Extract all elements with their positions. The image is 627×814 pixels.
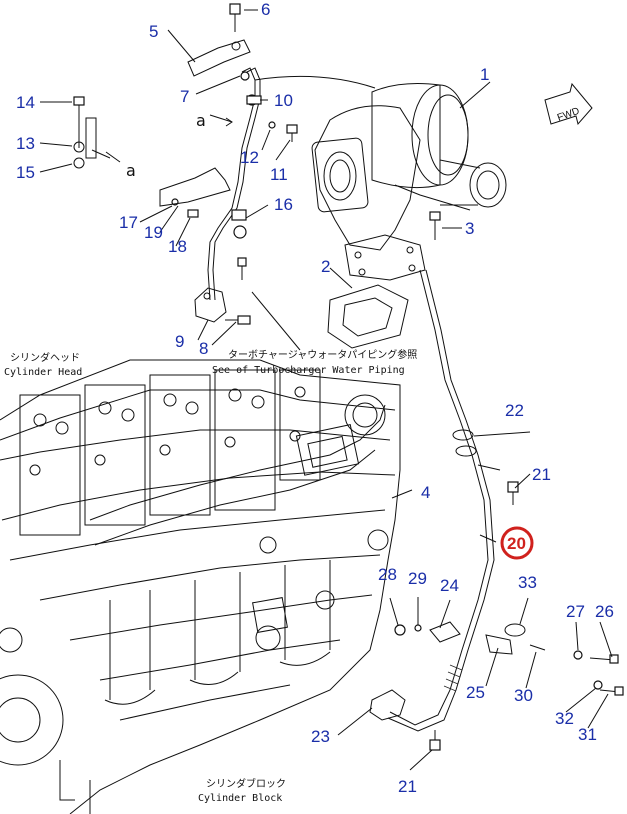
cylinder-block-drawing: [0, 359, 401, 814]
callout-12: 12: [240, 148, 259, 167]
callout-17: 17: [119, 213, 138, 232]
callout-31: 31: [578, 725, 597, 744]
turbo-ref-jp: ターボチャージャウォータパイピング参照: [228, 348, 417, 361]
callout-33: 33: [518, 573, 537, 592]
callout-11: 11: [270, 165, 288, 184]
callout-1: 1: [480, 65, 489, 84]
callout-29: 29: [408, 569, 427, 588]
callout-32: 32: [555, 709, 574, 728]
callout-10: 10: [274, 91, 293, 110]
callout-18: 18: [168, 237, 187, 256]
cylinder-head-en: Cylinder Head: [4, 367, 82, 378]
callout-20: 20: [507, 534, 526, 553]
cylinder-block-jp: シリンダブロック: [206, 777, 286, 790]
callout-23: 23: [311, 727, 330, 746]
pipe-20-drawing: [369, 269, 519, 751]
callout-7: 7: [180, 87, 189, 106]
callout-15: 15: [16, 163, 35, 182]
cylinder-block-en: Cylinder Block: [198, 793, 282, 804]
notes: シリンダヘッド Cylinder Head ターボチャージャウォータパイピング参…: [4, 111, 417, 804]
callout-19: 19: [144, 223, 163, 242]
callout-22: 22: [505, 401, 524, 420]
highlight-circle-20: [500, 526, 534, 560]
callout-6: 6: [261, 0, 270, 19]
callout-21-upper: 21: [532, 465, 551, 484]
callout-26: 26: [595, 602, 614, 621]
callout-14: 14: [16, 93, 35, 112]
callout-3: 3: [465, 219, 474, 238]
callout-21-lower: 21: [398, 777, 417, 796]
callout-27: 27: [566, 602, 585, 621]
turbo-ref-en: See of Turbocharger Water Piping: [212, 365, 405, 376]
arrow-a-label-top: a: [196, 111, 206, 130]
callout-25: 25: [466, 683, 485, 702]
callout-30: 30: [514, 686, 533, 705]
callout-4: 4: [421, 483, 430, 502]
callout-24: 24: [440, 576, 459, 595]
callout-numbers: 1 2 3 4 5 6 7 8 9 10 11 12 13 14 15 16 1…: [16, 0, 614, 796]
arrow-a-label-left: a: [126, 161, 136, 180]
water-pipes-drawing: [73, 3, 376, 325]
callout-5: 5: [149, 22, 158, 41]
callout-16: 16: [274, 195, 293, 214]
cylinder-head-jp: シリンダヘッド: [10, 351, 80, 364]
fwd-arrow-icon: FWD: [544, 82, 593, 126]
callout-8: 8: [199, 339, 208, 358]
turbocharger-drawing: [311, 83, 507, 349]
callout-28: 28: [378, 565, 397, 584]
callout-13: 13: [16, 134, 35, 153]
small-parts-drawing: [394, 621, 624, 696]
leader-lines: [39, 9, 613, 771]
callout-2: 2: [321, 257, 330, 276]
callout-9: 9: [175, 332, 184, 351]
